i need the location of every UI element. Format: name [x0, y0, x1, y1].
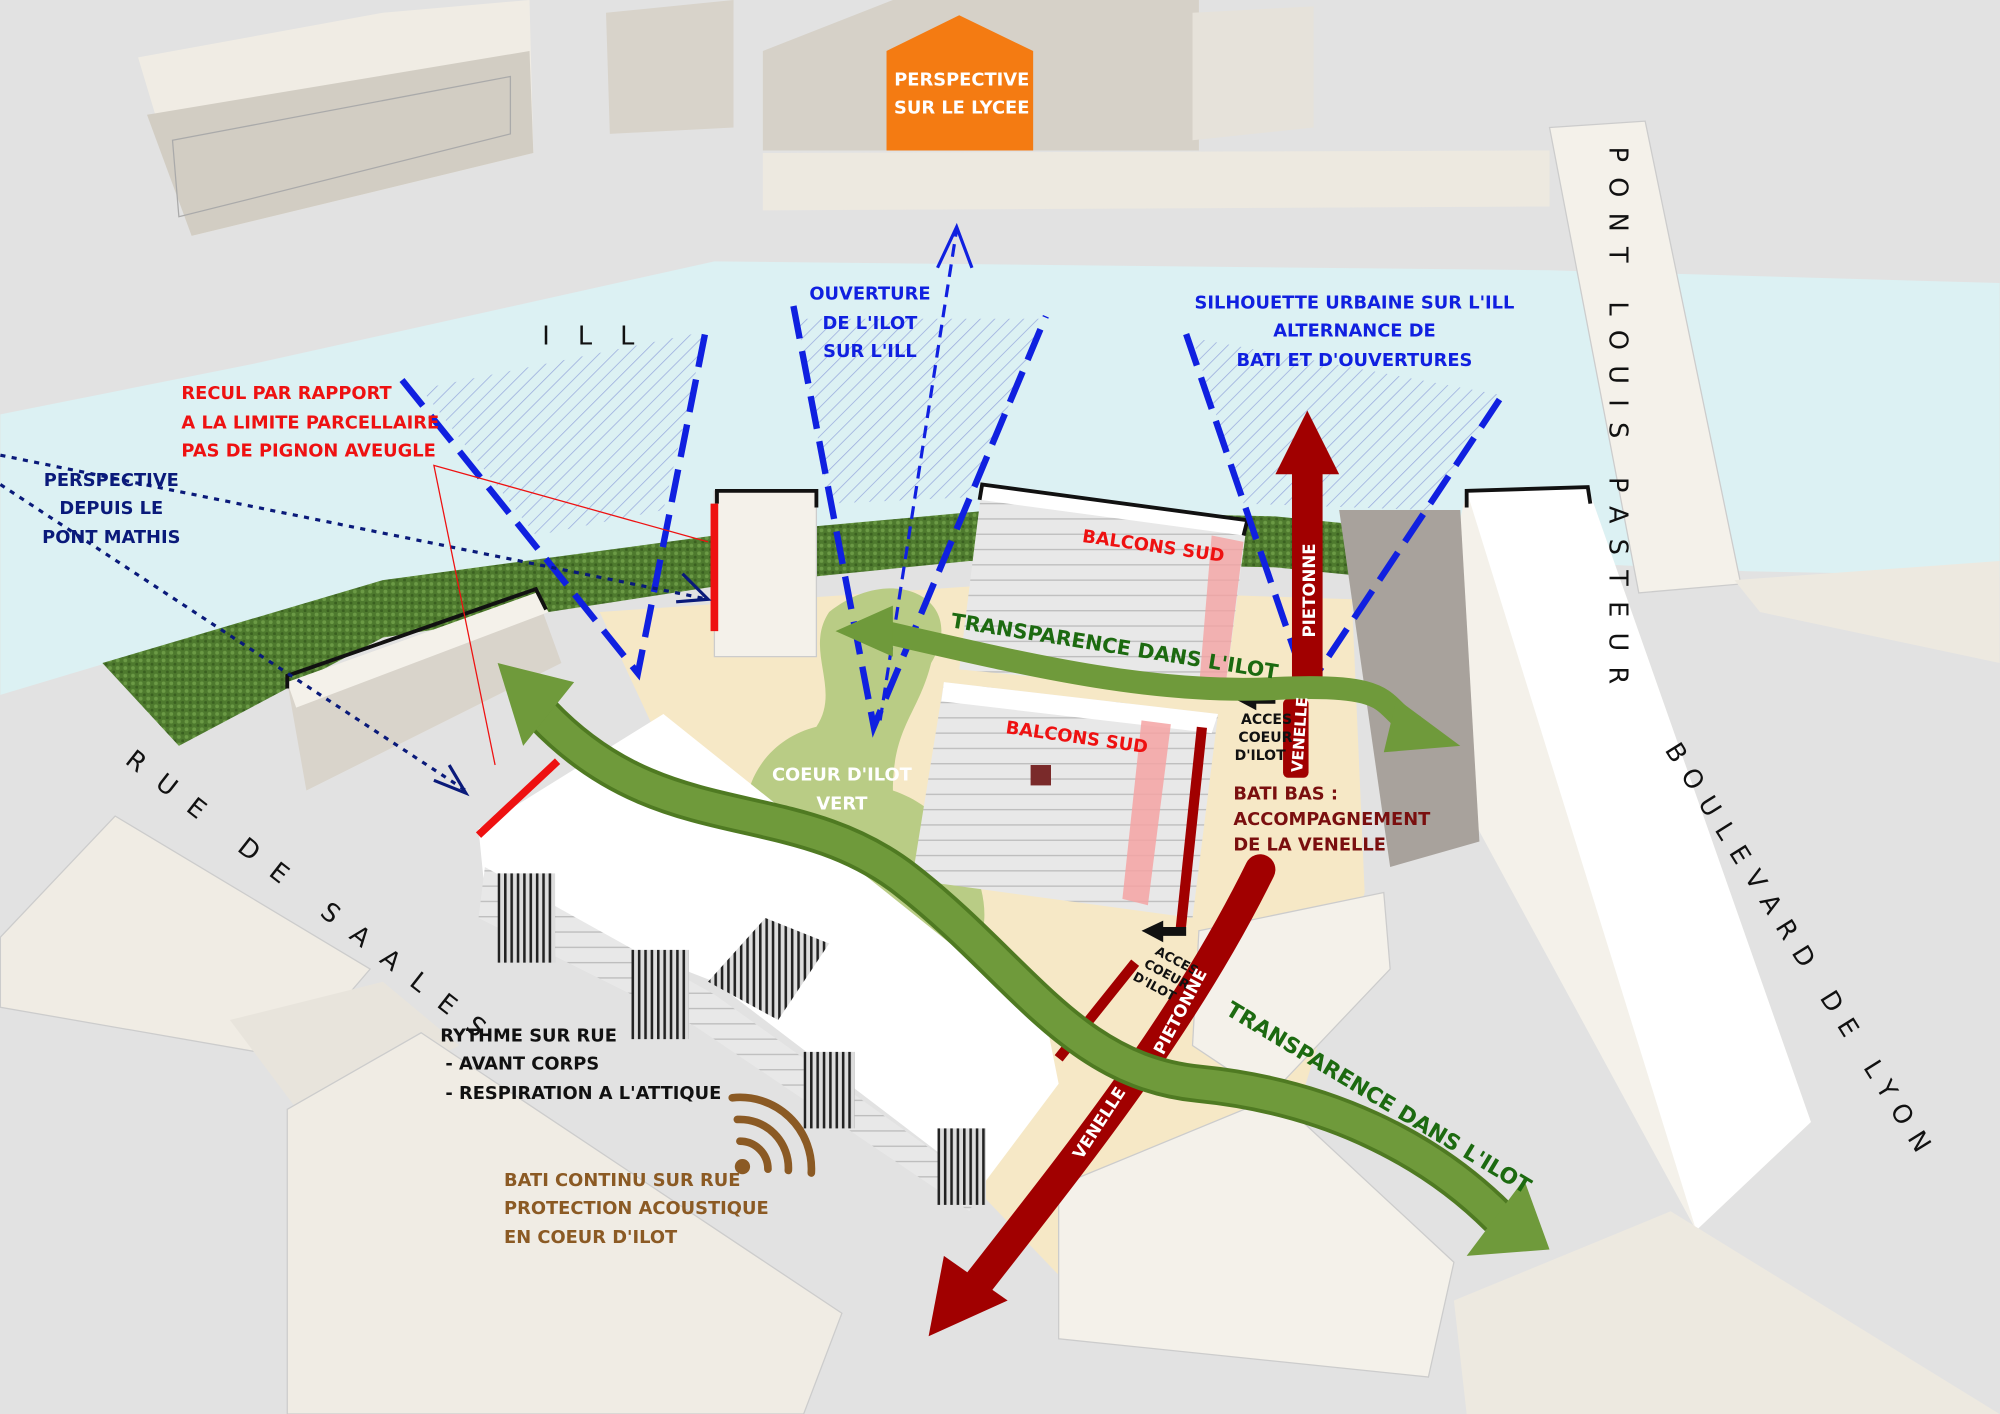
ouverture-line-1: OUVERTURE — [809, 284, 930, 305]
bati-continu-line-1: BATI CONTINU SUR RUE — [504, 1170, 740, 1191]
riverside-building-left — [285, 586, 562, 791]
building-south-bottom — [286, 1032, 843, 1414]
rythme-line-1: RYTHME SUR RUE — [440, 1026, 617, 1047]
silhouette-line-2: ALTERNANCE DE — [1273, 321, 1436, 342]
coeur-ilot-line-2: VERT — [816, 794, 868, 815]
ill-river — [0, 261, 2000, 695]
recul-line-2: A LA LIMITE PARCELLAIRE — [181, 412, 439, 433]
perspective-mathis-line-3: PONT MATHIS — [42, 527, 180, 548]
pietonne-arrow-north — [1275, 410, 1340, 778]
silhouette-line-1: SILHOUETTE URBAINE SUR L'ILL — [1194, 293, 1514, 314]
street-pont-louis-pasteur: PONT LOUIS PASTEUR — [1602, 147, 1632, 700]
building-balcons-sud-2 — [912, 682, 1219, 931]
building-east-long — [1339, 485, 1811, 1231]
ouverture-line-3: SUR L'ILL — [823, 341, 917, 362]
perspective-mathis-line-2: DEPUIS LE — [59, 498, 163, 519]
bati-bas-line-3: DE LA VENELLE — [1233, 834, 1386, 855]
recul-marker-1 — [710, 503, 719, 632]
building-southeast — [1058, 1095, 1455, 1378]
lycee-building: PERSPECTIVE SUR LE LYCEE — [762, 0, 1314, 151]
acces-1-line-3: D'ILOT — [1235, 748, 1286, 764]
river-label: ILL — [542, 321, 662, 351]
venelle-north-label: VENELLE — [1288, 696, 1311, 773]
pietonne-north-label: PIETONNE — [1300, 543, 1319, 637]
bati-continu-line-2: PROTECTION ACOUSTIQUE — [504, 1198, 769, 1219]
boulevard-right — [1734, 561, 2000, 664]
lycee-label-2: SUR LE LYCEE — [894, 97, 1029, 118]
building-south-mid — [229, 981, 460, 1123]
corner-tower — [710, 488, 819, 658]
recul-line-1: RECUL PAR RAPPORT — [181, 383, 392, 404]
bati-continu-line-3: EN COEUR D'ILOT — [504, 1227, 678, 1248]
acces-1-line-2: COEUR — [1238, 730, 1292, 746]
top-left-building — [138, 0, 534, 236]
building-balcons-sud-1 — [959, 482, 1250, 695]
bati-continu-label: BATI CONTINU SUR RUE PROTECTION ACOUSTIQ… — [504, 1170, 769, 1248]
top-building-2 — [606, 0, 734, 134]
rythme-label: RYTHME SUR RUE - AVANT CORPS - RESPIRATI… — [440, 1026, 721, 1104]
recul-line-3: PAS DE PIGNON AVEUGLE — [181, 440, 435, 461]
rythme-line-2: - AVANT CORPS — [445, 1054, 599, 1075]
transparence-arrow-diagonal — [497, 663, 1550, 1256]
building-rue-de-saales — [475, 714, 1059, 1212]
bati-bas-line-2: ACCOMPAGNEMENT — [1233, 809, 1431, 830]
silhouette-label: SILHOUETTE URBAINE SUR L'ILL ALTERNANCE … — [1194, 293, 1514, 371]
coeur-ilot-label: COEUR D'ILOT VERT — [772, 764, 913, 814]
acces-label-1: ACCES COEUR D'ILOT — [1235, 712, 1293, 764]
recul-marker-2 — [475, 758, 561, 838]
lycee-perspective-marker — [886, 15, 1034, 151]
lycee-label-1: PERSPECTIVE — [894, 69, 1029, 90]
coeur-ilot-line-1: COEUR D'ILOT — [772, 764, 913, 785]
recul-pointer — [433, 464, 709, 766]
perspective-pont-mathis-lines — [0, 453, 712, 797]
perspective-mathis-label: PERSPECTIVE DEPUIS LE PONT MATHIS — [42, 470, 180, 548]
ouverture-label: OUVERTURE DE L'ILOT SUR L'ILL — [809, 284, 930, 362]
bati-bas-line-1: BATI BAS : — [1233, 783, 1338, 804]
perspective-mathis-line-1: PERSPECTIVE — [44, 470, 179, 491]
ouverture-line-2: DE L'ILOT — [823, 313, 919, 334]
recul-label: RECUL PAR RAPPORT A LA LIMITE PARCELLAIR… — [181, 383, 439, 461]
building-east-low — [1191, 891, 1391, 1098]
acces-1-line-1: ACCES — [1241, 712, 1292, 728]
silhouette-line-3: BATI ET D'OUVERTURES — [1236, 350, 1472, 371]
rythme-line-3: - RESPIRATION A L'ATTIQUE — [445, 1083, 721, 1104]
building-corner-se — [1453, 1211, 2000, 1414]
bati-bas-label: BATI BAS : ACCOMPAGNEMENT DE LA VENELLE — [1233, 783, 1431, 855]
transparence-arrow-horizontal — [835, 605, 1461, 753]
acoustic-waves-icon — [728, 1093, 816, 1177]
quay-strip — [762, 150, 1550, 211]
